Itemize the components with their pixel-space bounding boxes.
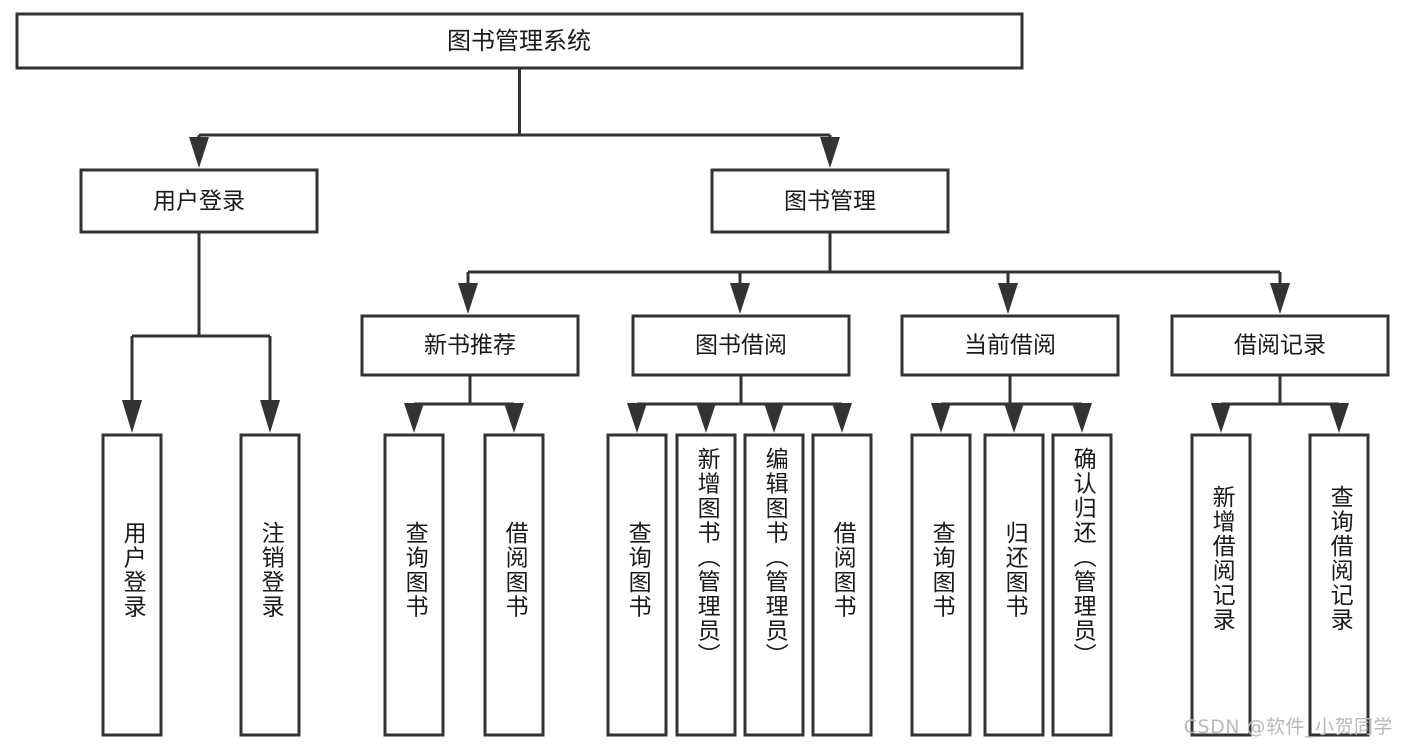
node-book-borrow-label: 图书借阅 (695, 333, 787, 359)
leaf-box-group (101, 433, 1370, 737)
node-book-manage-label: 图书管理 (784, 189, 876, 215)
arrow-head-leaf-borrow-book-1 (504, 403, 524, 433)
node-book-manage-box[interactable] (710, 168, 950, 234)
node-root-label: 图书管理系统 (447, 27, 591, 55)
connector-group-userlogin-children (122, 232, 280, 433)
node-current-borrow-box[interactable] (900, 314, 1120, 377)
leaf-box-borrow-book-2[interactable] (811, 433, 873, 737)
leaf-box-borrow-book-1[interactable] (483, 433, 545, 737)
node-current-borrow-label: 当前借阅 (964, 333, 1056, 359)
arrow-head-to-book-manage (820, 137, 840, 168)
arrow-head-to-new-book-rec (458, 283, 478, 314)
node-new-book-recommend-box[interactable] (360, 314, 580, 377)
connector-group-currentborrow-children (931, 375, 1092, 433)
leaf-box-add-record[interactable] (1190, 433, 1252, 737)
arrow-head-leaf-confirm-return (1072, 403, 1092, 433)
arrow-head-to-current-borrow (998, 283, 1018, 314)
leaf-box-user-login[interactable] (101, 433, 163, 737)
node-borrow-record[interactable]: 借阅记录 (1170, 314, 1390, 377)
node-book-manage[interactable]: 图书管理 (710, 168, 950, 234)
connector-group-bookmanage-children (458, 232, 1290, 314)
node-root-box[interactable] (15, 12, 1024, 70)
csdn-watermark: CSDN @软件_小贺同学 (1183, 716, 1393, 738)
connector-group-borrowrecord-children (1211, 375, 1349, 433)
arrow-head-leaf-add-book (696, 403, 716, 433)
leaf-box-return-book[interactable] (983, 433, 1045, 737)
node-user-login-label: 用户登录 (153, 189, 245, 215)
leaf-box-logout[interactable] (239, 433, 301, 737)
connector-group-newbook-children (404, 375, 524, 433)
arrow-head-to-book-borrow (730, 283, 750, 314)
node-current-borrow[interactable]: 当前借阅 (900, 314, 1120, 377)
leaf-box-query-book-1[interactable] (383, 433, 445, 737)
arrow-head-leaf-query-book-1 (404, 403, 424, 433)
arrow-head-leaf-return-book (1004, 403, 1024, 433)
leaf-box-edit-book[interactable] (743, 433, 805, 737)
arrow-head-leaf-user-login (122, 400, 142, 433)
leaf-box-confirm-return[interactable] (1051, 433, 1113, 737)
arrow-head-leaf-logout (260, 400, 280, 433)
arrow-head-leaf-query-book-2 (627, 403, 647, 433)
leaf-box-query-record[interactable] (1308, 433, 1370, 737)
node-user-login[interactable]: 用户登录 (79, 168, 319, 234)
arrow-head-leaf-query-book-3 (931, 403, 951, 433)
connector-group-root-to-level2 (189, 68, 840, 168)
arrow-head-leaf-edit-book (764, 403, 784, 433)
leaf-box-query-book-3[interactable] (910, 433, 972, 737)
leaf-box-add-book[interactable] (675, 433, 737, 737)
node-root[interactable]: 图书管理系统 (15, 12, 1024, 70)
arrow-head-leaf-borrow-book-2 (832, 403, 852, 433)
node-user-login-box[interactable] (79, 168, 319, 234)
arrow-head-to-user-login (189, 137, 209, 168)
node-book-borrow-box[interactable] (631, 314, 851, 377)
arrow-head-leaf-query-record (1329, 403, 1349, 433)
leaf-box-query-book-2[interactable] (606, 433, 668, 737)
node-new-book-recommend-label: 新书推荐 (424, 333, 516, 359)
node-borrow-record-box[interactable] (1170, 314, 1390, 377)
node-new-book-recommend[interactable]: 新书推荐 (360, 314, 580, 377)
arrow-head-to-borrow-record (1270, 283, 1290, 314)
connector-group-bookborrow-children (627, 375, 852, 433)
node-borrow-record-label: 借阅记录 (1234, 333, 1326, 359)
node-book-borrow[interactable]: 图书借阅 (631, 314, 851, 377)
arrow-head-leaf-add-record (1211, 403, 1231, 433)
